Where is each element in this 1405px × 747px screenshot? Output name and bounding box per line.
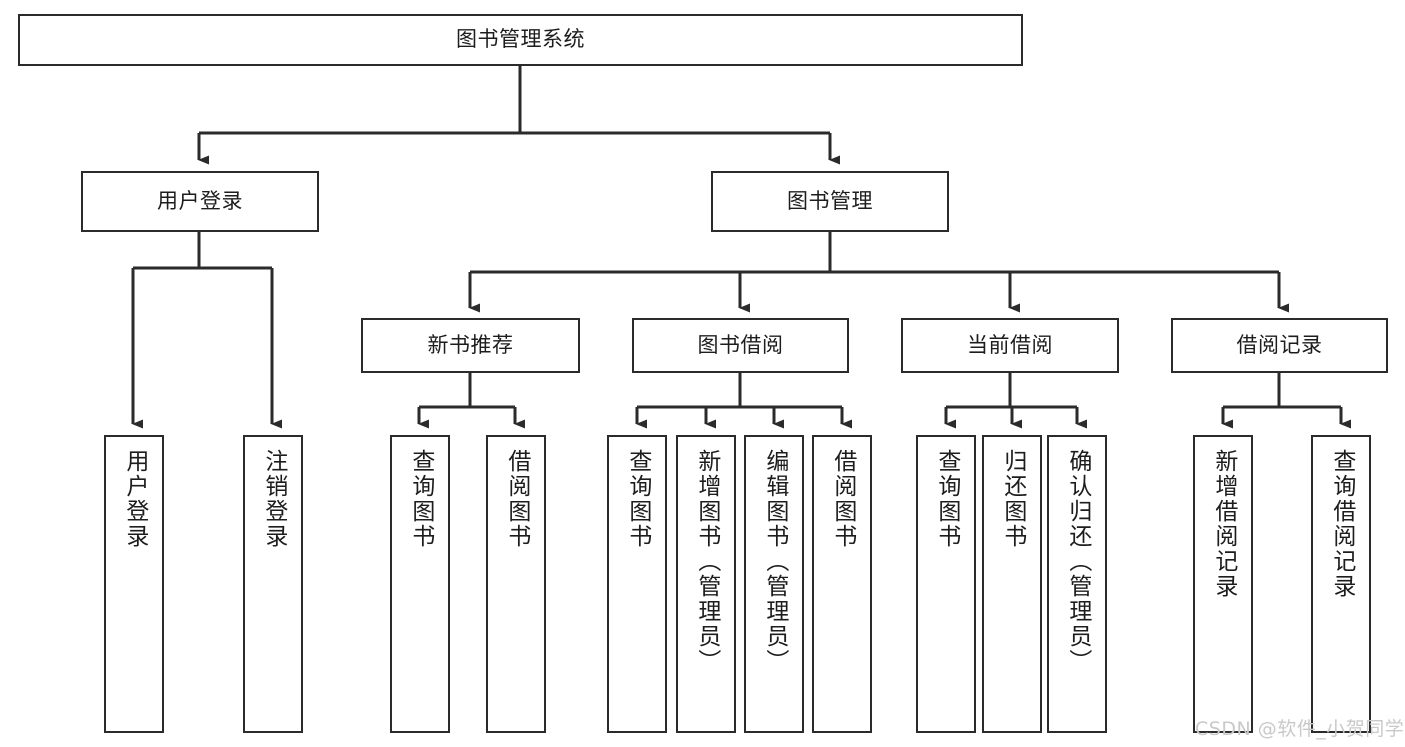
node-leaf-edit-book[interactable]: 编辑图书（管理员） bbox=[744, 435, 804, 733]
node-leaf-user-logout-label: 注销登录 bbox=[260, 449, 287, 549]
node-book-manage-label: 图书管理 bbox=[787, 188, 873, 213]
node-leaf-query-book-1[interactable]: 查询图书 bbox=[390, 435, 450, 733]
node-leaf-user-login-label: 用户登录 bbox=[121, 449, 148, 549]
node-leaf-add-book[interactable]: 新增图书（管理员） bbox=[676, 435, 736, 733]
node-leaf-query-book-2-label: 查询图书 bbox=[624, 449, 651, 549]
node-book-manage[interactable]: 图书管理 bbox=[711, 171, 949, 232]
node-leaf-edit-book-label: 编辑图书（管理员） bbox=[761, 449, 788, 674]
csdn-watermark: CSDN @软件_小贺同学 bbox=[1195, 718, 1405, 740]
node-leaf-query-book-3[interactable]: 查询图书 bbox=[916, 435, 976, 733]
node-user-login-label: 用户登录 bbox=[157, 188, 243, 213]
node-leaf-confirm-return[interactable]: 确认归还（管理员） bbox=[1047, 435, 1107, 733]
node-leaf-borrow-book-1[interactable]: 借阅图书 bbox=[486, 435, 546, 733]
node-root[interactable]: 图书管理系统 bbox=[18, 14, 1023, 66]
node-leaf-query-book-3-label: 查询图书 bbox=[933, 449, 960, 549]
node-borrow-record[interactable]: 借阅记录 bbox=[1171, 318, 1388, 373]
node-leaf-return-book-label: 归还图书 bbox=[999, 449, 1026, 549]
node-borrow-record-label: 借阅记录 bbox=[1236, 332, 1323, 357]
node-leaf-confirm-return-label: 确认归还（管理员） bbox=[1064, 449, 1091, 674]
node-leaf-query-book-2[interactable]: 查询图书 bbox=[607, 435, 667, 733]
node-current-borrow-label: 当前借阅 bbox=[967, 332, 1053, 357]
node-leaf-return-book[interactable]: 归还图书 bbox=[982, 435, 1042, 733]
node-leaf-add-book-label: 新增图书（管理员） bbox=[693, 449, 720, 674]
node-leaf-user-login[interactable]: 用户登录 bbox=[104, 435, 164, 733]
node-leaf-query-book-1-label: 查询图书 bbox=[407, 449, 434, 549]
node-root-label: 图书管理系统 bbox=[456, 27, 585, 52]
node-leaf-borrow-book-1-label: 借阅图书 bbox=[503, 449, 530, 549]
node-leaf-add-record[interactable]: 新增借阅记录 bbox=[1193, 435, 1253, 733]
node-leaf-add-record-label: 新增借阅记录 bbox=[1210, 449, 1237, 599]
node-leaf-borrow-book-2-label: 借阅图书 bbox=[829, 449, 856, 549]
node-new-book-recommend-label: 新书推荐 bbox=[427, 332, 514, 357]
node-book-borrow[interactable]: 图书借阅 bbox=[632, 318, 849, 373]
node-leaf-user-logout[interactable]: 注销登录 bbox=[243, 435, 303, 733]
node-leaf-query-record[interactable]: 查询借阅记录 bbox=[1311, 435, 1371, 733]
node-leaf-query-record-label: 查询借阅记录 bbox=[1328, 449, 1355, 599]
node-current-borrow[interactable]: 当前借阅 bbox=[901, 318, 1119, 373]
node-leaf-borrow-book-2[interactable]: 借阅图书 bbox=[812, 435, 872, 733]
node-book-borrow-label: 图书借阅 bbox=[697, 332, 784, 357]
node-new-book-recommend[interactable]: 新书推荐 bbox=[361, 318, 580, 373]
node-user-login[interactable]: 用户登录 bbox=[81, 171, 319, 232]
